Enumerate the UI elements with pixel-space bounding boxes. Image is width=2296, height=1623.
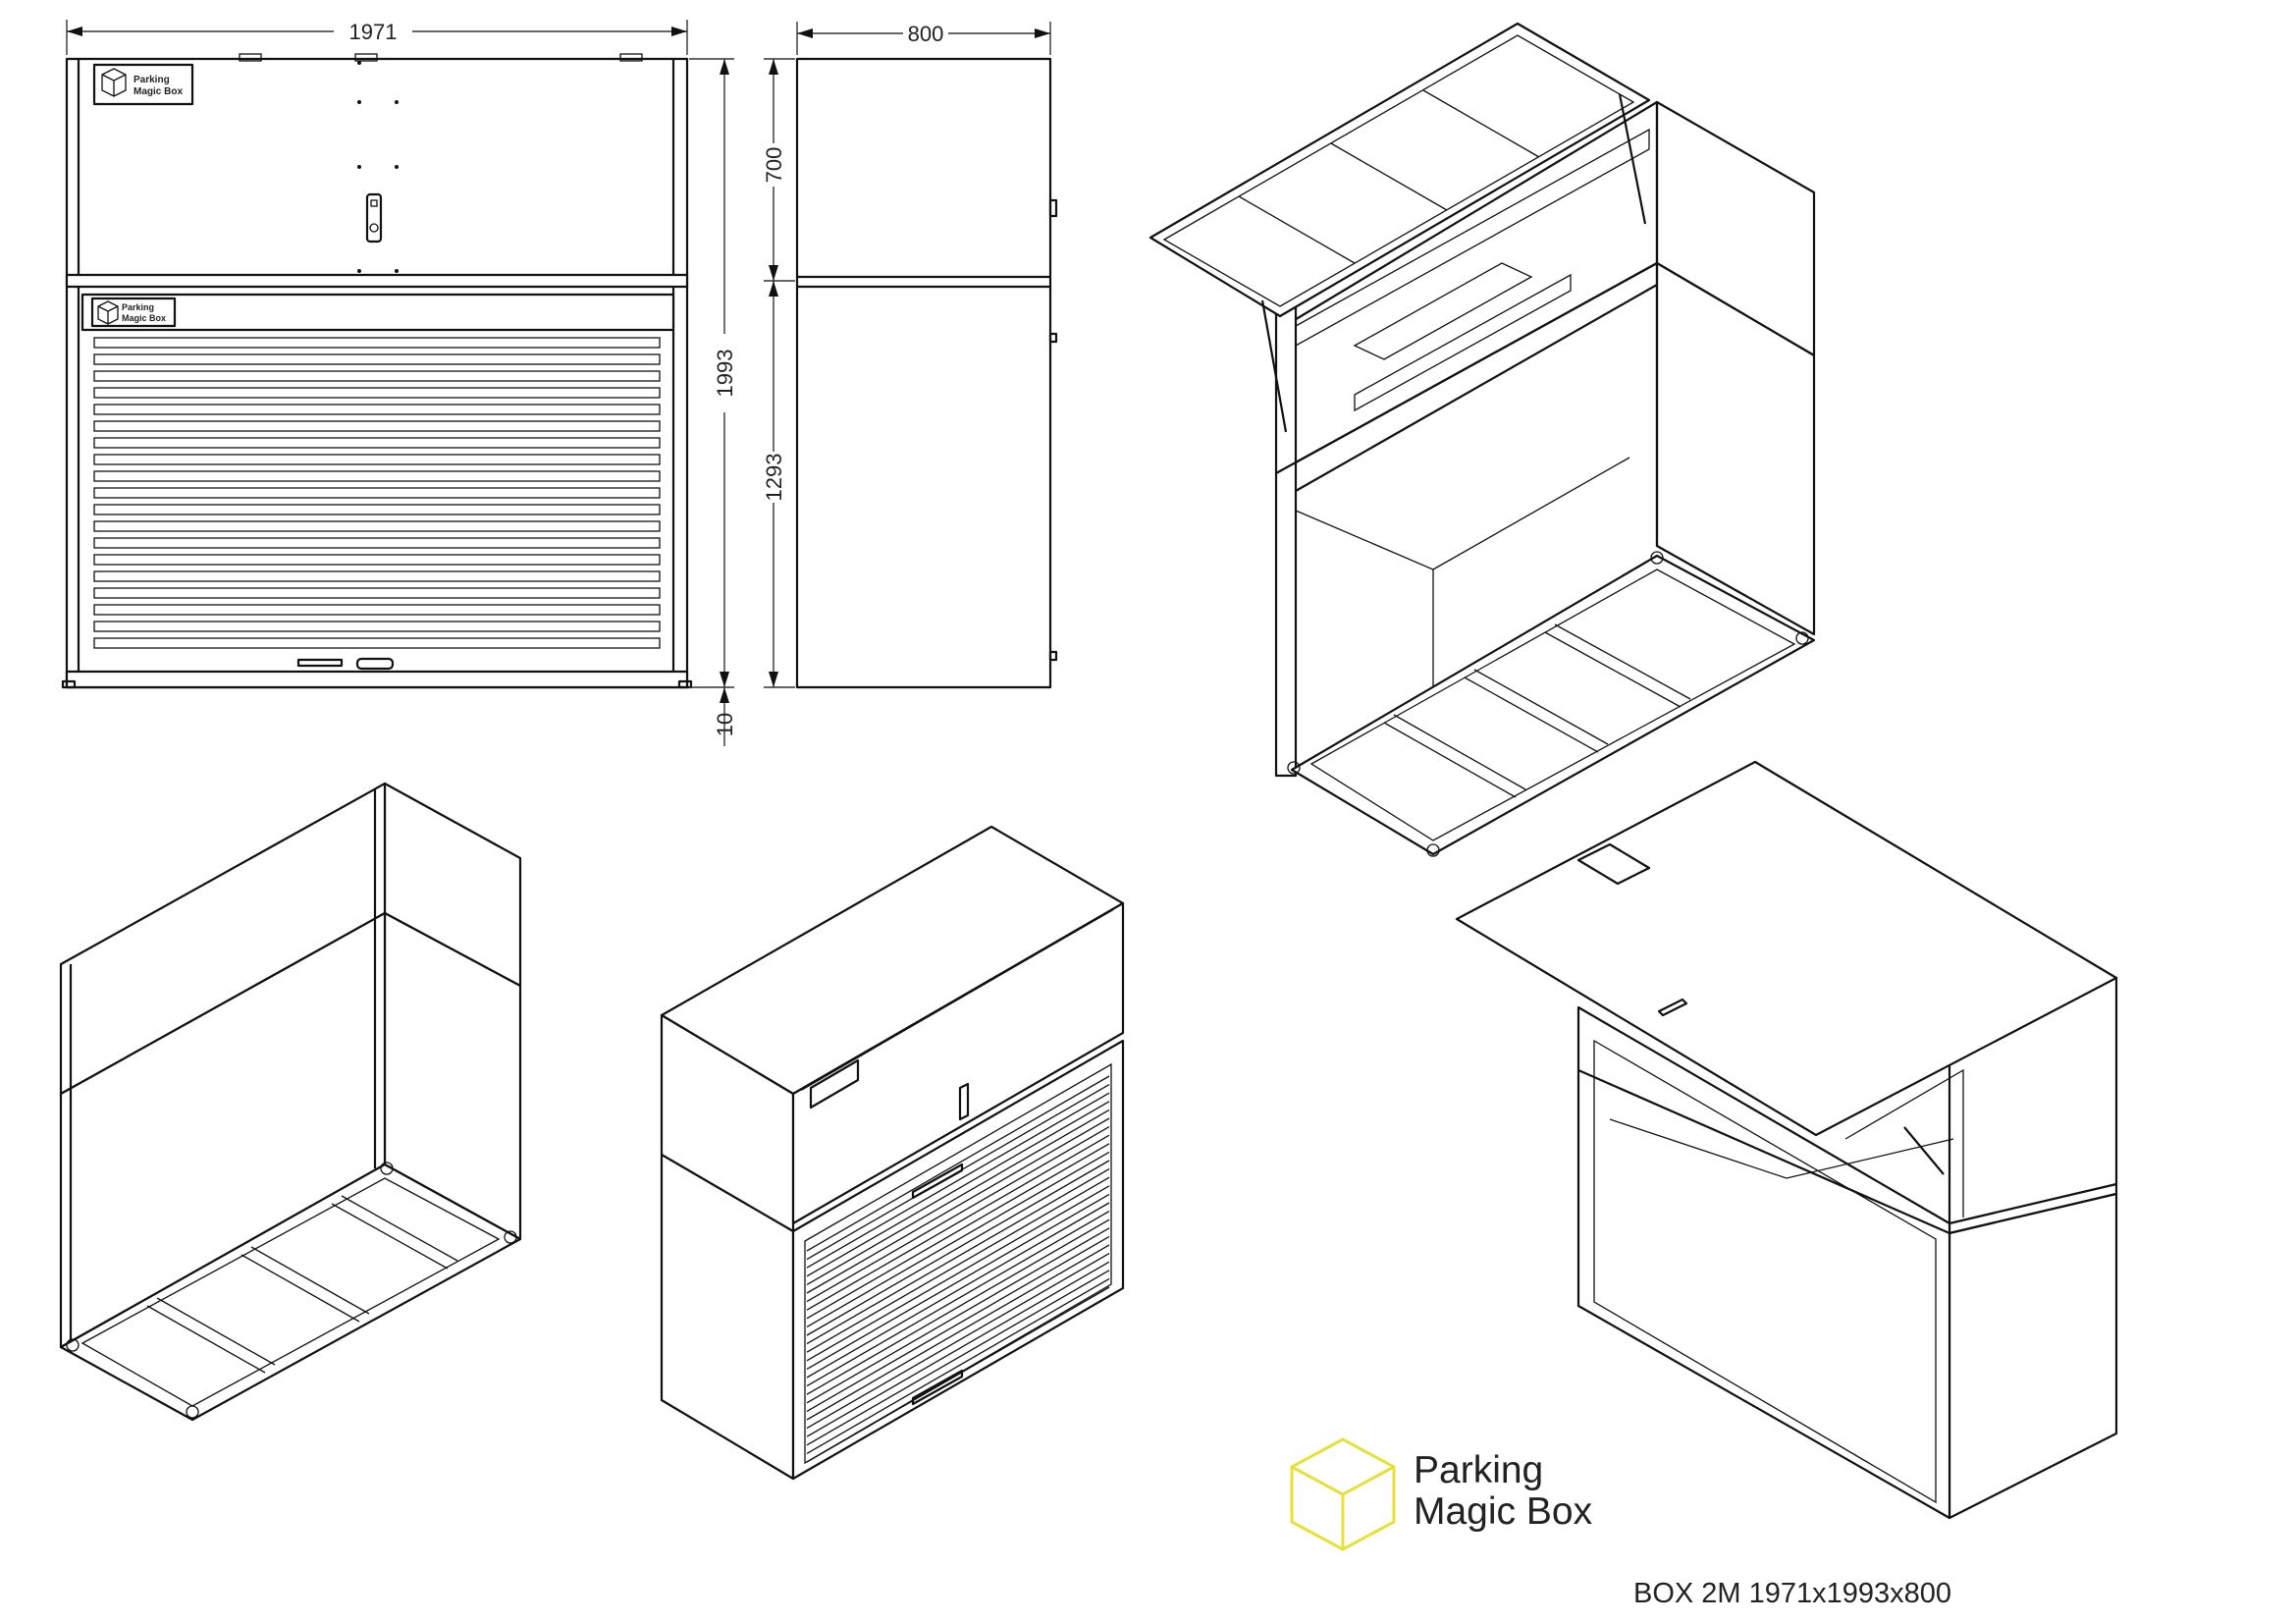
shutter-slat: [93, 420, 661, 432]
shutter-slat: [93, 404, 661, 415]
front-view: 1971 Parking Magic Box: [61, 20, 737, 746]
upper-height-label: 700: [762, 147, 786, 184]
depth-dimension-label: 800: [908, 22, 944, 46]
shutter-slat: [806, 1277, 1110, 1454]
shutter-slat: [806, 1261, 1110, 1437]
roller-shutter-front: [93, 337, 661, 649]
upper-height-dimension: 700: [762, 58, 795, 282]
shutter-slat: [93, 520, 661, 532]
shutter-slat: [806, 1075, 1110, 1252]
base-offset-label: 10: [713, 713, 737, 736]
shutter-slat: [93, 621, 661, 632]
shutter-slat: [93, 470, 661, 482]
upper-plate-line2: Magic Box: [133, 86, 183, 97]
shutter-slat: [93, 487, 661, 499]
brand-cube-icon: [1290, 1437, 1396, 1551]
lower-plate-line1: Parking: [122, 302, 154, 312]
shutter-slat: [806, 1270, 1110, 1446]
shutter-slat: [806, 1126, 1110, 1303]
shutter-slat: [93, 537, 661, 549]
shutter-slat: [93, 353, 661, 365]
shutter-slat: [806, 1143, 1110, 1320]
iso-raised-label-plate: [1576, 842, 1651, 886]
shutter-slat: [806, 1109, 1110, 1285]
brand-name-line2: Magic Box: [1414, 1490, 1593, 1533]
depth-dimension: 800: [796, 22, 1051, 55]
shutter-slat: [806, 1101, 1110, 1277]
total-height-label: 1993: [713, 350, 737, 398]
shutter-slat: [806, 1168, 1110, 1345]
shutter-slat: [806, 1286, 1110, 1463]
drawing-caption: BOX 2M 1971x1993x800: [1633, 1578, 1951, 1609]
shutter-slat: [806, 1253, 1110, 1430]
shutter-slat: [806, 1227, 1110, 1404]
shutter-handle: [296, 657, 395, 671]
lower-label-plate: Parking Magic Box: [90, 297, 177, 328]
iso-closed-label-plate: [809, 1058, 860, 1109]
shutter-slat: [93, 370, 661, 382]
side-view: 800 700 1293: [762, 22, 1058, 689]
lower-height-label: 1293: [762, 454, 786, 502]
shutter-slat: [93, 437, 661, 449]
shutter-slat: [93, 454, 661, 465]
width-dimension-label: 1971: [349, 20, 398, 44]
upper-lock: [365, 192, 383, 243]
shutter-slat: [806, 1235, 1110, 1412]
upper-fixing-dots: [357, 61, 399, 273]
shutter-slat: [93, 604, 661, 616]
roller-shutter-iso: [806, 1075, 1110, 1463]
shutter-slat: [806, 1202, 1110, 1379]
lower-height-dimension: 1293: [762, 281, 795, 688]
upper-label-plate: Parking Magic Box: [92, 63, 194, 106]
shutter-slat: [806, 1218, 1110, 1395]
total-height-dimension: 1993: [689, 58, 737, 688]
shutter-slat: [93, 570, 661, 582]
shutter-slat: [806, 1176, 1110, 1353]
base-offset-dimension: 10: [713, 687, 737, 746]
shutter-slat: [806, 1160, 1110, 1336]
iso-view-open-lid: [1148, 22, 1816, 857]
shutter-slat: [93, 504, 661, 515]
shutter-slat: [806, 1244, 1110, 1421]
shutter-slat: [93, 387, 661, 399]
shutter-slat: [806, 1092, 1110, 1269]
shutter-slat: [806, 1151, 1110, 1327]
iso-view-frame: [59, 782, 522, 1422]
upper-plate-line1: Parking: [133, 75, 170, 85]
shutter-slat: [806, 1185, 1110, 1362]
brand-name-line1: Parking: [1414, 1449, 1543, 1491]
brand-block: Parking Magic Box: [1290, 1437, 1593, 1551]
iso-view-closed: [660, 825, 1125, 1481]
iso-view-raised-lid: [1455, 760, 2118, 1520]
shutter-slat: [93, 637, 661, 649]
width-dimension: 1971: [66, 20, 688, 55]
shutter-slat: [93, 587, 661, 599]
shutter-slat: [806, 1193, 1110, 1370]
shutter-slat: [93, 337, 661, 349]
shutter-slat: [93, 554, 661, 566]
shutter-slat: [806, 1134, 1110, 1311]
lower-plate-line2: Magic Box: [122, 313, 166, 323]
shutter-slat: [806, 1117, 1110, 1294]
shutter-slat: [806, 1211, 1110, 1387]
